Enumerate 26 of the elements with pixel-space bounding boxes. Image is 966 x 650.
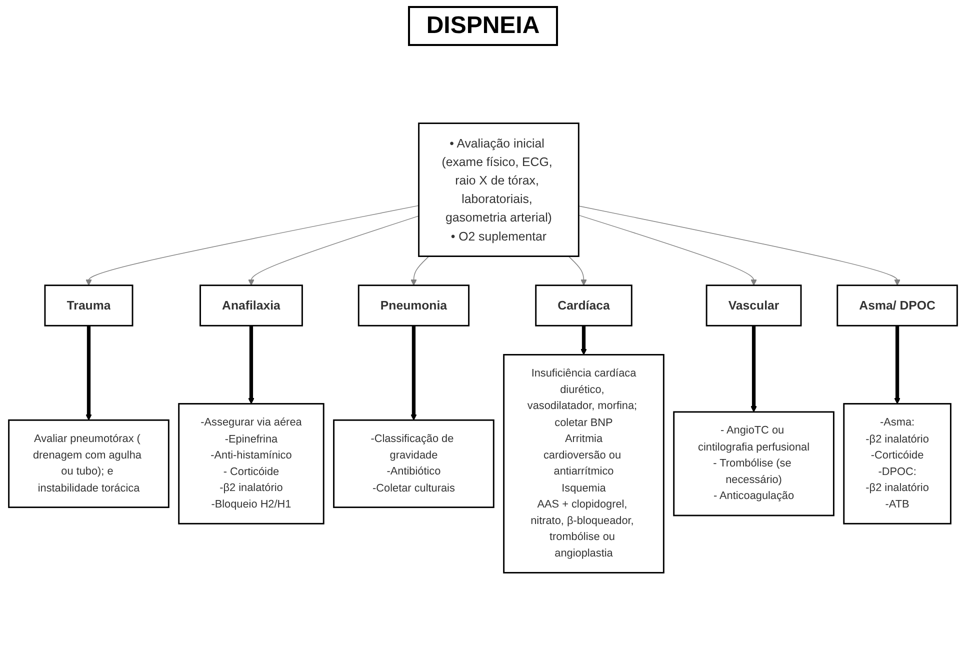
node-box: Insuficiência cardíaca diurético, vasodilatador, morfina; coletar BNP Arritmia cardioversão ou antiarrítmico Isquemia AAS + clopidogrel, nitrato, β-bloqueador, trombólise ou angioplastia xyxy=(503,354,664,574)
node-box: Pneumonia xyxy=(358,284,470,326)
node-box: • Avaliação inicial (exame físico, ECG, raio X de tórax, laboratoriais, gasometria arterial) • O2 suplementar xyxy=(418,122,580,257)
node-box: - AngioTC ou cintilografia perfusional - Trombólise (se necessário) - Anticoagulação xyxy=(673,411,834,516)
node-box: Trauma xyxy=(44,284,134,326)
node-box: -Classificação de gravidade -Antibiótico -Coletar culturais xyxy=(333,419,494,508)
title-box: DISPNEIA xyxy=(408,6,558,46)
arrow xyxy=(248,326,254,404)
arrow xyxy=(410,326,417,420)
arrow xyxy=(578,214,757,286)
node-box: Anafilaxia xyxy=(200,284,303,326)
arrow xyxy=(894,326,900,404)
arrow xyxy=(578,206,900,286)
arrow xyxy=(86,205,420,286)
arrow xyxy=(248,216,420,286)
arrow xyxy=(580,326,587,355)
arrow xyxy=(568,256,587,286)
arrow xyxy=(750,326,757,412)
node-box: Avaliar pneumotórax ( drenagem com agulha ou tubo); e instabilidade torácica xyxy=(8,419,170,508)
node-box: -Assegurar via aérea -Epinefrina -Anti-histamínico - Corticóide -β2 inalatório -Bloqueio H2/H1 xyxy=(178,403,324,524)
node-box: Cardíaca xyxy=(535,284,632,326)
arrow xyxy=(86,326,92,420)
node-box: Asma/ DPOC xyxy=(836,284,958,326)
arrow xyxy=(410,256,430,286)
node-box: Vascular xyxy=(706,284,802,326)
node-box: -Asma: -β2 inalatório -Corticóide -DPOC: -β2 inalatório -ATB xyxy=(843,403,952,524)
